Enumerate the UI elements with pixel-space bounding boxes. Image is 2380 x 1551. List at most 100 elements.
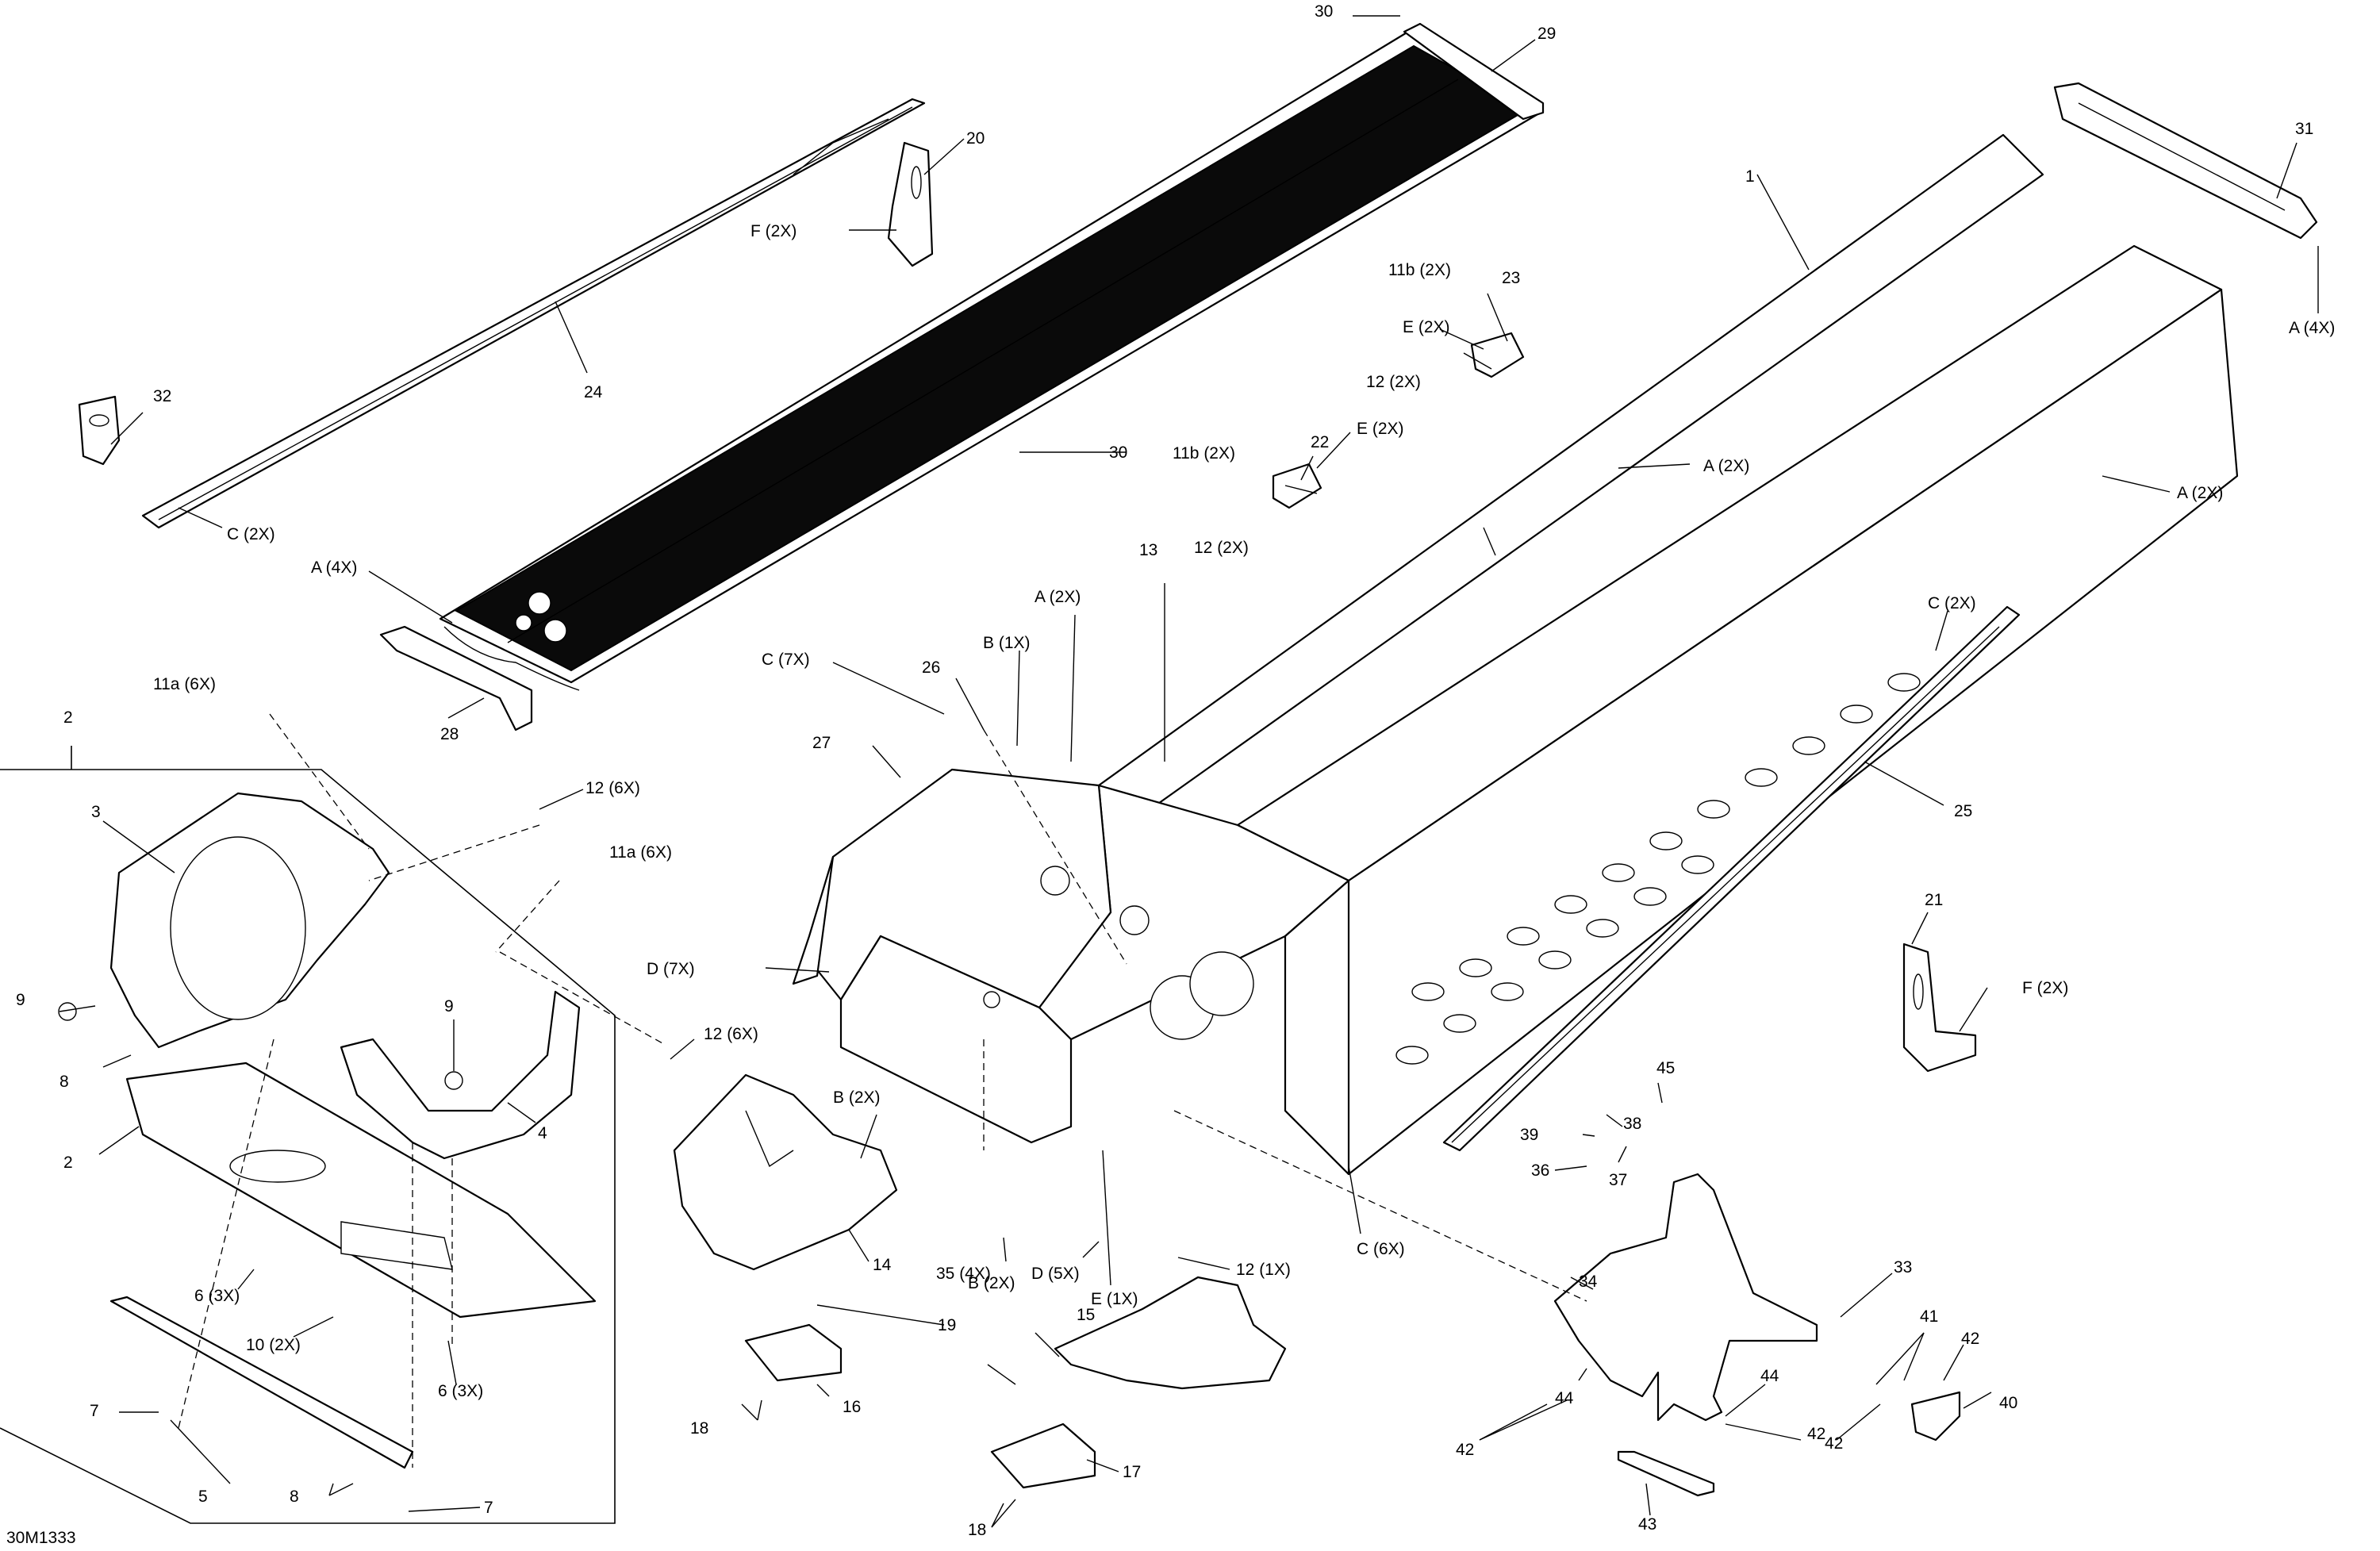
part-22-bracket bbox=[1272, 463, 1322, 509]
callout-2-left: 2 bbox=[63, 1154, 73, 1172]
callout-28: 28 bbox=[440, 725, 459, 743]
callout-18-lower: 18 bbox=[968, 1521, 986, 1539]
callout-34: 34 bbox=[1579, 1273, 1598, 1291]
callout-17: 17 bbox=[1123, 1463, 1141, 1481]
callout-20: 20 bbox=[966, 129, 985, 148]
callout-7-bottom: 7 bbox=[484, 1499, 493, 1517]
callout-26: 26 bbox=[922, 658, 940, 677]
callout-8-bottom: 8 bbox=[290, 1488, 299, 1506]
callout-40: 40 bbox=[1999, 1394, 2017, 1412]
callout-24: 24 bbox=[584, 383, 603, 401]
callout-11a-6x-top: 11a (6X) bbox=[153, 675, 216, 693]
callout-32: 32 bbox=[153, 387, 171, 405]
callout-42-upper: 42 bbox=[1961, 1330, 1979, 1348]
callout-a-2x-center: A (2X) bbox=[1035, 588, 1081, 606]
callout-14: 14 bbox=[873, 1256, 892, 1274]
part-33-bracket-assembly bbox=[1553, 1173, 1818, 1422]
callout-4: 4 bbox=[538, 1124, 547, 1142]
callout-29: 29 bbox=[1537, 25, 1556, 43]
callout-e-2x-lower: E (2X) bbox=[1357, 420, 1404, 438]
callout-2-top: 2 bbox=[63, 708, 73, 727]
callout-b-2x-upper: B (2X) bbox=[833, 1088, 881, 1107]
part-20-bracket bbox=[887, 141, 934, 267]
callout-e-1x: E (1X) bbox=[1091, 1290, 1138, 1308]
part-24-left-rail bbox=[141, 98, 926, 529]
callout-18-upper: 18 bbox=[690, 1419, 708, 1438]
callout-44-left: 44 bbox=[1555, 1389, 1574, 1407]
callout-41: 41 bbox=[1920, 1307, 1938, 1326]
subassembly-frame bbox=[0, 746, 616, 1524]
part-15-cover bbox=[1054, 1276, 1287, 1390]
callout-1: 1 bbox=[1745, 167, 1755, 186]
callout-11b-2x-lower: 11b (2X) bbox=[1173, 444, 1235, 463]
part-32-plate bbox=[78, 395, 121, 466]
callout-45: 45 bbox=[1656, 1059, 1675, 1077]
callout-12-2x-upper: 12 (2X) bbox=[1366, 373, 1421, 391]
callout-23: 23 bbox=[1502, 269, 1520, 287]
callout-11b-2x-upper: 11b (2X) bbox=[1388, 261, 1451, 279]
callout-39: 39 bbox=[1520, 1126, 1538, 1144]
part-16-bracket bbox=[744, 1323, 843, 1382]
callout-a-2x-right: A (2X) bbox=[2177, 484, 2223, 502]
part-1-tunnel bbox=[792, 133, 2239, 1176]
callout-b-1x: B (1X) bbox=[983, 634, 1031, 652]
callout-11a-6x-mid: 11a (6X) bbox=[609, 843, 672, 862]
callout-c-2x-right: C (2X) bbox=[1928, 594, 1976, 612]
part-3-chaincase-bracket bbox=[109, 792, 390, 1049]
callout-10-2x: 10 (2X) bbox=[246, 1336, 301, 1354]
part-29-tunnel-panel bbox=[439, 22, 1545, 691]
callout-labels: 30 29 31 20 F (2X) 24 32 C (2X) 1 11b (2… bbox=[16, 2, 2335, 1539]
callout-42-right: 42 bbox=[1825, 1434, 1843, 1453]
part-28-bracket bbox=[379, 625, 533, 731]
part-23-bracket bbox=[1470, 332, 1525, 378]
callout-a-4x-left: A (4X) bbox=[311, 559, 357, 577]
callout-27: 27 bbox=[812, 734, 831, 752]
callout-d-5x: D (5X) bbox=[1031, 1265, 1080, 1283]
part-31-rear-bumper bbox=[2053, 82, 2318, 240]
callout-37: 37 bbox=[1609, 1171, 1627, 1189]
part-43-plate bbox=[1617, 1450, 1715, 1497]
callout-31: 31 bbox=[2295, 120, 2313, 138]
part-2-plate bbox=[125, 1062, 597, 1319]
tunnel-vent-holes bbox=[1395, 673, 1921, 1065]
callout-8-top: 8 bbox=[60, 1073, 69, 1091]
callout-21: 21 bbox=[1925, 891, 1943, 909]
callout-16: 16 bbox=[843, 1398, 861, 1416]
callout-43: 43 bbox=[1638, 1515, 1656, 1534]
part-9-grommet-left bbox=[58, 1002, 77, 1021]
callout-3: 3 bbox=[91, 803, 101, 821]
callout-13: 13 bbox=[1139, 541, 1157, 559]
callout-c-7x: C (7X) bbox=[762, 651, 810, 669]
callout-15: 15 bbox=[1077, 1306, 1095, 1324]
part-9-grommet-mid bbox=[444, 1071, 463, 1090]
callout-7-top: 7 bbox=[90, 1402, 99, 1420]
callout-b-2x-lower: B (2X) bbox=[968, 1274, 1015, 1292]
callout-25: 25 bbox=[1954, 802, 1972, 820]
part-21-bracket bbox=[1902, 943, 1977, 1073]
callout-6-3x-lower: 6 (3X) bbox=[438, 1382, 483, 1400]
callout-12-1x: 12 (1X) bbox=[1236, 1261, 1291, 1279]
callout-33: 33 bbox=[1894, 1258, 1912, 1277]
part-25-right-rail bbox=[1442, 605, 2021, 1152]
callout-12-6x-lower: 12 (6X) bbox=[704, 1025, 758, 1043]
callout-e-2x-upper: E (2X) bbox=[1403, 318, 1450, 336]
part-17-bracket bbox=[990, 1422, 1096, 1489]
callout-f-2x-top: F (2X) bbox=[750, 222, 797, 240]
callout-c-2x-left: C (2X) bbox=[227, 525, 275, 543]
callout-12-6x-upper: 12 (6X) bbox=[585, 779, 640, 797]
callout-9-left: 9 bbox=[16, 991, 25, 1009]
callout-22: 22 bbox=[1311, 433, 1329, 451]
callout-5: 5 bbox=[198, 1488, 208, 1506]
callout-30-top: 30 bbox=[1315, 2, 1333, 21]
callout-9-mid: 9 bbox=[444, 997, 454, 1015]
callout-c-6x: C (6X) bbox=[1357, 1240, 1405, 1258]
callout-35-4x: 35 (4X) bbox=[936, 1265, 991, 1283]
callout-d-7x: D (7X) bbox=[647, 960, 695, 978]
callout-12-2x-lower: 12 (2X) bbox=[1194, 539, 1249, 557]
callout-36: 36 bbox=[1531, 1161, 1549, 1180]
part-5-rail bbox=[109, 1296, 414, 1469]
callout-42-left: 42 bbox=[1456, 1441, 1474, 1459]
callout-30-mid: 30 bbox=[1109, 443, 1127, 462]
callout-38: 38 bbox=[1623, 1115, 1641, 1133]
